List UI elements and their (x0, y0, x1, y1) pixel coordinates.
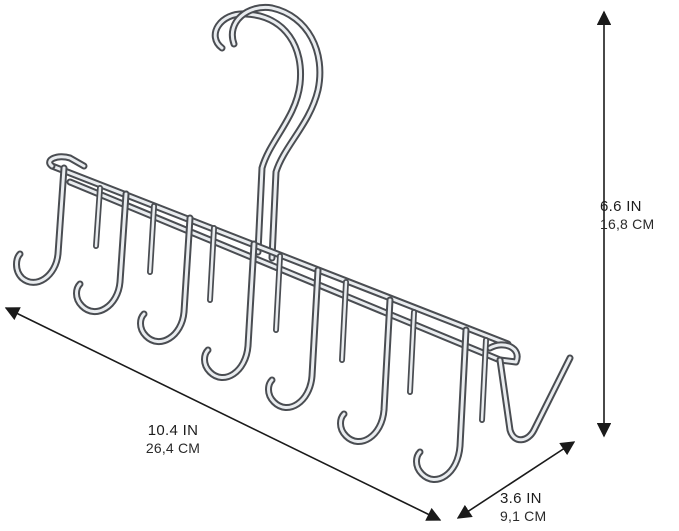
hook-1 (13, 164, 103, 286)
hook-4 (201, 240, 283, 381)
hanger-hook (211, 3, 324, 262)
hook-2 (73, 190, 157, 315)
hook-5 (265, 266, 349, 411)
hook-6 (337, 296, 417, 445)
hook-3 (137, 214, 217, 345)
height-imperial: 6.6 IN (600, 198, 642, 215)
hook-7 (413, 326, 489, 483)
height-metric: 16,8 CM (600, 216, 655, 232)
depth-dimension-label: 3.6 IN 9,1 CM (500, 490, 580, 525)
width-dimension-label: 10.4 IN 26,4 CM (118, 422, 228, 457)
tie-hooks (13, 164, 574, 483)
depth-metric: 9,1 CM (500, 508, 547, 524)
width-metric: 26,4 CM (145, 440, 201, 456)
depth-dimension-arrow (456, 441, 576, 519)
tie-rack-hanger (13, 3, 574, 483)
height-dimension-label: 6.6 IN 16,8 CM (600, 198, 679, 233)
width-dimension-arrow (4, 307, 442, 521)
depth-imperial: 3.6 IN (500, 490, 542, 507)
end-loop (496, 354, 574, 444)
width-imperial: 10.4 IN (147, 422, 199, 439)
